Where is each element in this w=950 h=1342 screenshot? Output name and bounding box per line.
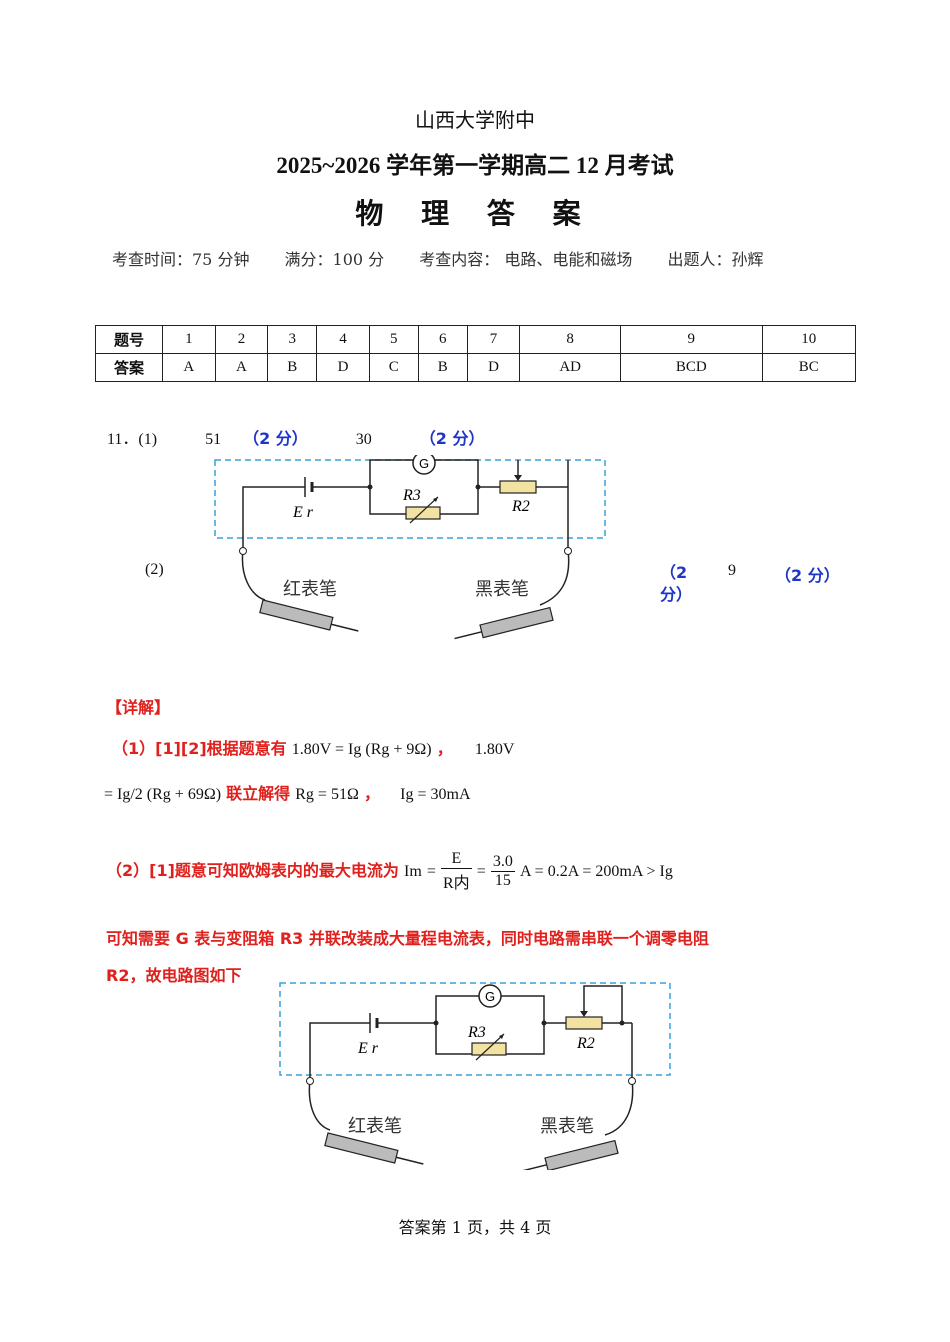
- resistor-r3-2: [471, 1042, 507, 1056]
- q11-score-2: （2 分）: [419, 429, 485, 448]
- detail-line-5: R2，故电路图如下: [106, 966, 242, 985]
- black-probe-label-2: 黑表笔: [540, 1116, 594, 1137]
- table-cell: 10: [761, 325, 857, 354]
- detail-l3-prefix: （2）[1]题意可知欧姆表内的最大电流为: [106, 861, 399, 880]
- table-cell: 4: [316, 325, 370, 354]
- dashed-box-2: [279, 982, 671, 1076]
- table-row-answers: 答案 A A B D C B D AD BCD BC: [95, 353, 857, 382]
- table-cell: B: [267, 353, 318, 382]
- r3-label: R3: [402, 487, 421, 504]
- detail-line-2: = Ig/2 (Rg + 69Ω) 联立解得 Rg = 51Ω ， Ig = 3…: [104, 780, 471, 804]
- table-cell: 6: [417, 325, 468, 354]
- battery-label-2: E r: [357, 1040, 379, 1057]
- r2-label-2: R2: [576, 1035, 595, 1052]
- red-probe-label-2: 红表笔: [348, 1116, 402, 1137]
- row-header-number: 题号: [95, 325, 163, 354]
- frac1-num: E: [441, 850, 472, 869]
- exam-meta: 考查时间：75 分钟 满分：100 分 考查内容： 电路、电能和磁场 出题人：孙…: [112, 246, 793, 270]
- table-cell: BCD: [620, 353, 763, 382]
- detail-l2-r: Rg = 51Ω: [295, 786, 359, 803]
- detail-l1-eq1: 1.80V = Ig (Rg + 9Ω): [291, 741, 432, 758]
- table-cell: BC: [761, 353, 857, 382]
- table-cell: 9: [620, 325, 763, 354]
- table-cell: 1: [162, 325, 216, 354]
- q11-part1: 11．(1) 51 （2 分） 30 （2 分）: [107, 425, 485, 449]
- meta-full-score: 满分：100 分: [284, 250, 385, 269]
- detail-l2-comma: ，: [363, 784, 380, 803]
- q11-answer-3: 9: [728, 562, 736, 579]
- red-probe-icon-2: [324, 1132, 399, 1164]
- galvanometer-label-2: G: [485, 989, 495, 1004]
- school-name: 山西大学附中: [415, 108, 535, 132]
- q11-answer-1: 51: [205, 431, 222, 448]
- q11-answer-2: 30: [355, 431, 372, 448]
- frac2-num: 3.0: [490, 853, 515, 872]
- table-cell: B: [417, 353, 468, 382]
- r2-label: R2: [511, 498, 530, 515]
- table-cell: A: [162, 353, 216, 382]
- galvanometer-icon-2: [478, 984, 502, 1008]
- frac1-den: R内: [443, 875, 470, 892]
- table-cell: 8: [519, 325, 622, 354]
- resistor-r3: [405, 506, 441, 520]
- black-probe-icon-2: [544, 1139, 619, 1170]
- detail-line-4: 可知需要 G 表与变阻箱 R3 并联改装成大量程电流表，同时电路需串联一个调零电…: [106, 929, 709, 948]
- battery-label: E r: [292, 504, 314, 521]
- galvanometer-label: G: [419, 456, 429, 471]
- galvanometer-icon: [412, 455, 436, 475]
- q11-score-3: （2 分）: [660, 562, 692, 606]
- red-probe-icon: [259, 599, 334, 631]
- table-cell: 5: [368, 325, 419, 354]
- answer-table: 题号 1 2 3 4 5 6 7 8 9 10 答案 A A B D C B D…: [95, 325, 857, 382]
- detail-l3-im: Im: [404, 863, 422, 880]
- q11-score-3-line1: （2: [660, 563, 688, 582]
- black-probe-label: 黑表笔: [475, 579, 529, 600]
- detail-l1-comma: ，: [436, 739, 453, 758]
- detail-line-3: （2）[1]题意可知欧姆表内的最大电流为 Im = E R内 = 3.0 15 …: [106, 850, 673, 893]
- resistor-r2: [499, 480, 537, 494]
- q11-score-1: （2 分）: [243, 429, 308, 448]
- fraction-values: 3.0 15: [490, 853, 515, 890]
- meta-author: 出题人：孙辉: [667, 250, 764, 269]
- q11-score-3-line2: 分）: [660, 585, 693, 604]
- q11-score-4: （2 分）: [775, 566, 840, 585]
- table-cell: D: [466, 353, 521, 382]
- detail-l1-prefix: （1）[1][2]根据题意有: [112, 739, 287, 758]
- subject-title: 物 理 答 案: [355, 197, 595, 230]
- fraction-e-over-r: E R内: [441, 850, 472, 893]
- frac2-den: 15: [494, 872, 511, 889]
- detail-l2-i: Ig = 30mA: [400, 786, 471, 803]
- table-cell: AD: [519, 353, 622, 382]
- table-cell: 3: [267, 325, 318, 354]
- exam-title: 2025~2026 学年第一学期高二 12 月考试: [276, 153, 674, 178]
- circuit-diagram-1: G E r R3 R2 红表笔 黑表笔: [214, 455, 606, 640]
- table-row-numbers: 题号 1 2 3 4 5 6 7 8 9 10: [95, 325, 857, 354]
- table-cell: C: [368, 353, 419, 382]
- meta-time: 考查时间：75 分钟: [112, 250, 250, 269]
- table-cell: D: [316, 353, 370, 382]
- page-footer: 答案第 1 页，共 4 页: [398, 1218, 552, 1237]
- detail-l3-tail: A = 0.2A = 200mA > Ig: [520, 863, 673, 880]
- table-cell: 2: [214, 325, 269, 354]
- q11-part2-label: (2): [145, 561, 164, 578]
- detail-l2-eq: = Ig/2 (Rg + 69Ω): [104, 786, 222, 803]
- detail-l2-text: 联立解得: [226, 784, 291, 803]
- detail-l1-eq2: 1.80V: [474, 741, 515, 758]
- r3-label-2: R3: [467, 1024, 486, 1041]
- table-cell: A: [214, 353, 269, 382]
- detail-line-1: （1）[1][2]根据题意有 1.80V = Ig (Rg + 9Ω) ， 1.…: [112, 735, 514, 759]
- detail-title: 【详解】: [106, 698, 171, 717]
- circuit-diagram-2: G E r R3 R2 红表笔 黑表笔: [279, 982, 671, 1170]
- red-probe-label: 红表笔: [283, 579, 337, 600]
- meta-content: 考查内容： 电路、电能和磁场: [419, 250, 633, 269]
- table-cell: 7: [466, 325, 521, 354]
- black-probe-icon: [479, 606, 554, 639]
- row-header-answer: 答案: [95, 353, 163, 382]
- q11-label: 11．(1): [107, 431, 158, 448]
- resistor-r2-2: [565, 1016, 603, 1030]
